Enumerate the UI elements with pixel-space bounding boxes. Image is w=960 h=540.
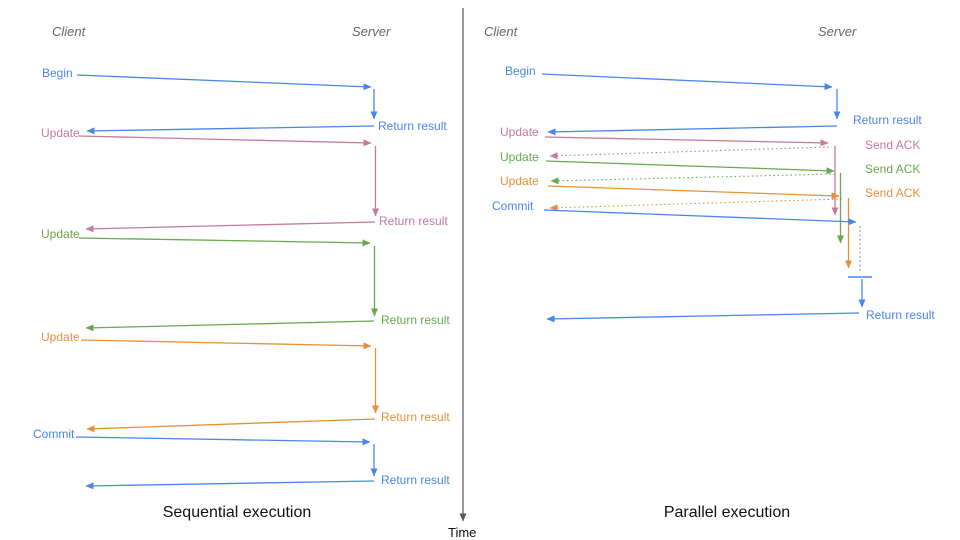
right-update3-label: Update — [500, 174, 539, 188]
right-update2-label: Update — [500, 150, 539, 164]
update3-ack-dotted-line — [549, 198, 843, 212]
right-commit-return-label: Return result — [866, 308, 935, 322]
begin-request-line — [541, 73, 833, 91]
left-update3-label: Update — [41, 330, 80, 344]
commit-request-line — [543, 209, 857, 226]
update1-return-line — [85, 221, 376, 233]
left-begin-label: Begin — [42, 66, 73, 80]
update1-request-line — [544, 136, 829, 147]
right-update1-label: Update — [500, 125, 539, 139]
update2-return-line — [85, 320, 375, 332]
left-begin-return-label: Return result — [378, 119, 447, 133]
left-client-header: Client — [52, 24, 86, 39]
time-axis-label: Time — [448, 525, 477, 540]
update1-ack-dotted-line — [549, 146, 830, 160]
right-panel-arrows — [541, 73, 872, 323]
left-update3-return-label: Return result — [381, 410, 450, 424]
right-update1-ack-label: Send ACK — [865, 138, 921, 152]
update2-ack-dotted-line — [550, 173, 836, 185]
right-client-header: Client — [484, 24, 518, 39]
right-commit-label: Commit — [492, 199, 534, 213]
begin-request-line — [76, 74, 372, 91]
update3-request-line — [80, 339, 372, 350]
right-update3-ack-label: Send ACK — [865, 186, 921, 200]
left-panel-arrows — [75, 74, 379, 490]
begin-return-line — [86, 125, 375, 135]
left-server-header: Server — [352, 24, 391, 39]
left-update2-label: Update — [41, 227, 80, 241]
begin-return-line — [547, 125, 838, 136]
update3-request-line — [547, 185, 840, 200]
commit-return-line — [546, 312, 860, 323]
right-update2-ack-label: Send ACK — [865, 162, 921, 176]
update2-request-line — [78, 237, 371, 247]
right-server-header: Server — [818, 24, 857, 39]
left-commit-return-label: Return result — [381, 473, 450, 487]
right-panel-caption: Parallel execution — [663, 504, 791, 521]
update2-request-line — [545, 160, 835, 175]
left-update1-return-label: Return result — [379, 214, 448, 228]
update3-return-line — [86, 418, 376, 433]
commit-request-line — [75, 436, 371, 446]
update1-request-line — [78, 135, 372, 147]
right-begin-label: Begin — [505, 64, 536, 78]
left-commit-label: Commit — [33, 427, 75, 441]
commit-return-line — [85, 480, 375, 490]
left-panel-caption: Sequential execution — [162, 504, 312, 521]
left-update1-label: Update — [41, 126, 80, 140]
right-begin-return-label: Return result — [853, 113, 922, 127]
left-update2-return-label: Return result — [381, 313, 450, 327]
